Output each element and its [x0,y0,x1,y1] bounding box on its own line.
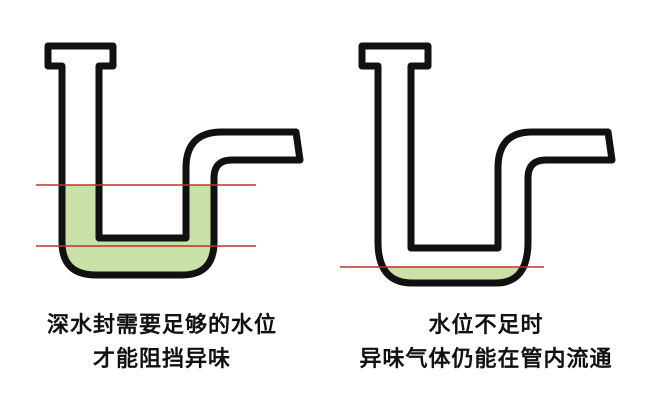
right-trap-pipe [358,42,616,287]
right-caption: 水位不足时 异味气体仍能在管内流通 [324,309,648,377]
left-trap-pipe [44,42,304,279]
left-caption-line-1: 深水封需要足够的水位 [46,313,277,338]
right-water-fill [378,267,608,283]
left-trap [36,42,304,279]
left-caption-line-2: 才能阻挡异味 [92,347,231,372]
right-caption-line-1: 水位不足时 [428,313,544,338]
right-caption-line-2: 异味气体仍能在管内流通 [359,347,613,372]
right-trap [340,42,616,287]
left-caption: 深水封需要足够的水位 才能阻挡异味 [0,309,324,377]
